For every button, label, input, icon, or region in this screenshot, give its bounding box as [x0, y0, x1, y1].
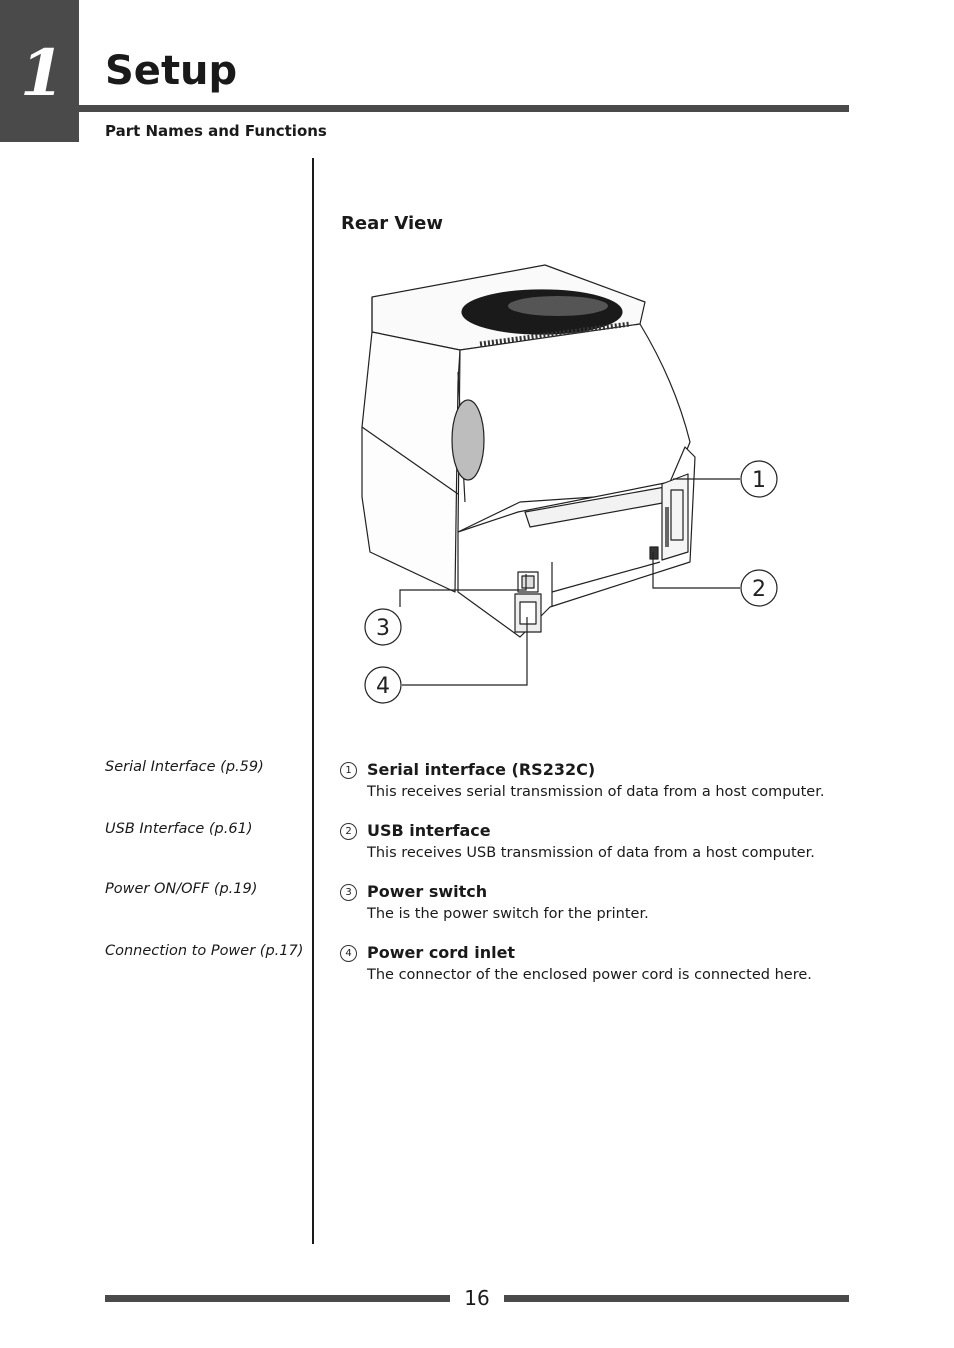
callout-4-circle — [364, 666, 402, 704]
item-description: This receives serial transmission of dat… — [367, 784, 825, 800]
item-number: 3 — [340, 884, 357, 901]
footer-rule-right — [504, 1295, 849, 1302]
item-description: The connector of the enclosed power cord… — [367, 967, 812, 983]
page-number: 16 — [464, 1286, 490, 1310]
column-divider — [312, 158, 314, 1244]
callout-2-label: 2 — [752, 577, 766, 602]
item-name: Power cord inlet — [367, 943, 516, 962]
callout-2-circle — [740, 569, 778, 607]
item-name: Power switch — [367, 882, 488, 901]
callout-4-label: 4 — [376, 674, 390, 699]
ref-usb-interface[interactable]: USB Interface (p.61) — [105, 821, 253, 837]
item-name: Serial interface (RS232C) — [367, 760, 596, 779]
footer-rule-left — [105, 1295, 450, 1302]
item-name: USB interface — [367, 821, 491, 840]
page-title: Setup — [105, 48, 238, 94]
printer-rear-view-illustration: 1 2 3 4 — [361, 264, 778, 704]
ref-power-on-off[interactable]: Power ON/OFF (p.19) — [105, 881, 258, 897]
item-number: 1 — [340, 762, 357, 779]
callout-1-label: 1 — [752, 468, 766, 493]
chapter-number-tab: 1 — [0, 0, 79, 142]
callout-3-circle — [364, 608, 402, 646]
callout-3-label: 3 — [376, 616, 390, 641]
item-number: 4 — [340, 945, 357, 962]
callout-1-circle — [740, 460, 778, 498]
ref-serial-interface[interactable]: Serial Interface (p.59) — [105, 759, 264, 775]
item-description: The is the power switch for the printer. — [367, 906, 649, 922]
chapter-number: 1 — [20, 36, 65, 111]
ref-connection-to-power[interactable]: Connection to Power (p.17) — [105, 943, 304, 959]
title-rule — [79, 105, 849, 112]
item-number: 2 — [340, 823, 357, 840]
subheading-rear-view: Rear View — [341, 213, 443, 234]
section-label: Part Names and Functions — [105, 122, 327, 140]
item-description: This receives USB transmission of data f… — [367, 845, 815, 861]
